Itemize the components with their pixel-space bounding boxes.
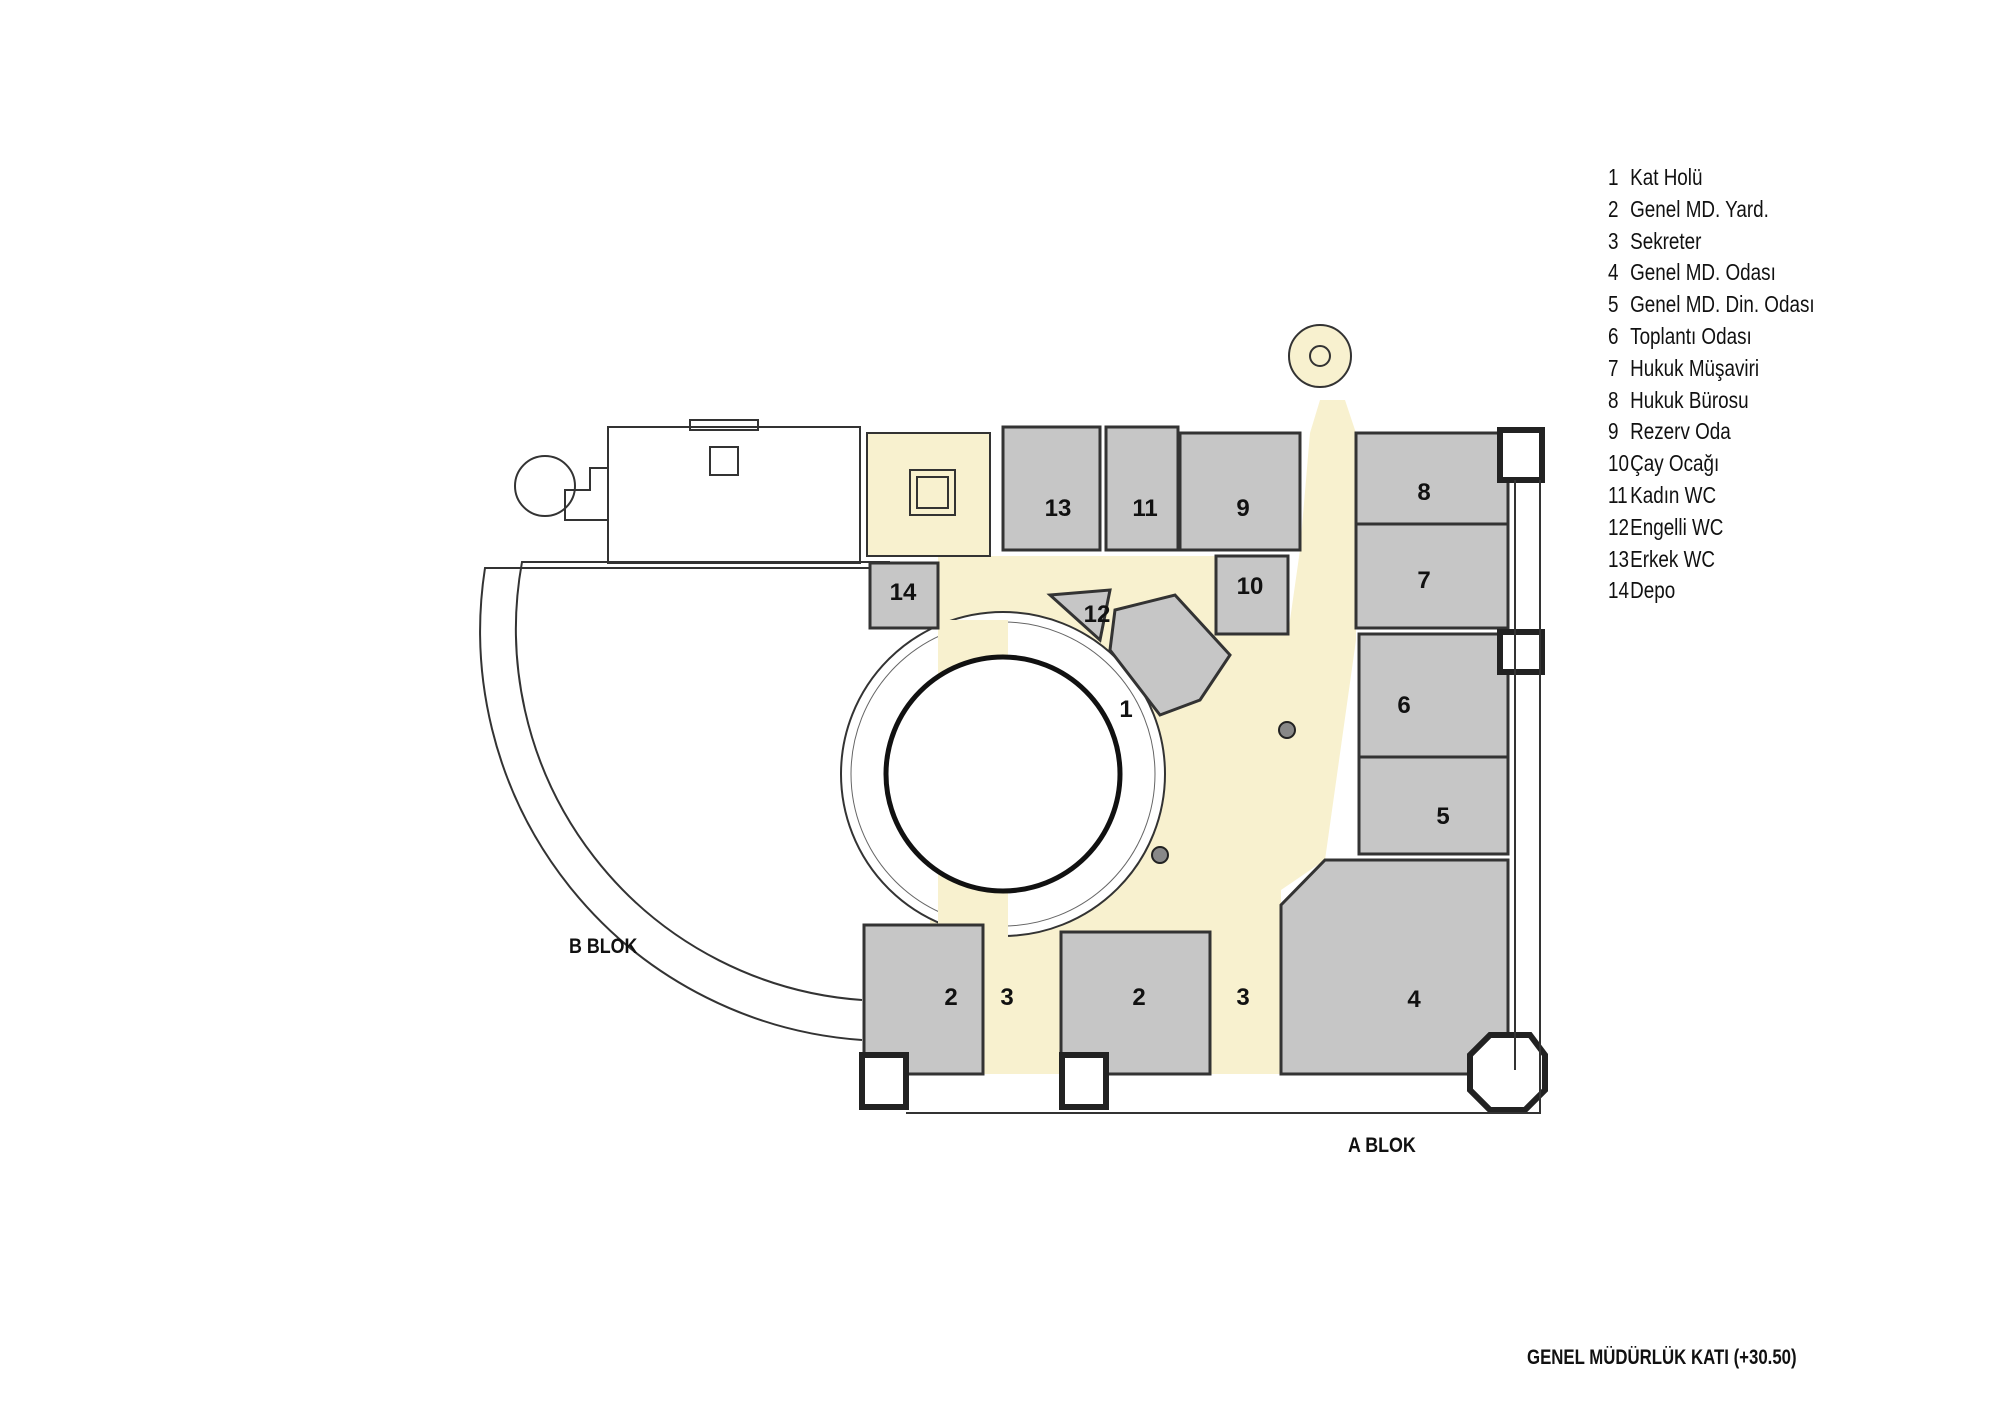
elevator-core (1108, 593, 1232, 717)
atrium-void (840, 611, 1166, 940)
room-2-mid (1059, 930, 1212, 1076)
room-label-12: 12 (1084, 601, 1111, 628)
room-13 (1001, 425, 1102, 552)
room-label-4: 4 (1407, 986, 1421, 1013)
room-label-3: 3 (1000, 984, 1013, 1011)
room-label-10: 10 (1237, 573, 1264, 600)
legend-item: 12Engelli WC (1608, 513, 1724, 540)
room-label-9: 9 (1236, 495, 1249, 522)
stair (866, 324, 1352, 557)
plan-title: GENEL MÜDÜRLÜK KATI (+30.50) (1527, 1346, 1797, 1369)
room-4 (1279, 858, 1510, 1076)
room-labels: 1 2 3 2 3 4 5 6 7 8 9 10 11 12 13 14 (890, 479, 1450, 1013)
room-14 (868, 561, 940, 630)
room-label-3b: 3 (1236, 984, 1249, 1011)
room-label-2: 2 (944, 984, 957, 1011)
room-10 (1214, 554, 1290, 636)
rooms (862, 425, 1510, 1076)
legend-item: 13Erkek WC (1608, 545, 1716, 572)
room-9 (1178, 431, 1302, 552)
columns (859, 427, 1548, 1113)
legend-item: 14Depo (1608, 577, 1676, 604)
outer-wall (906, 480, 1541, 1114)
room-11 (1104, 425, 1180, 552)
room-6 (1357, 632, 1510, 759)
room-label-5: 5 (1436, 803, 1449, 830)
room-label-1: 1 (1119, 696, 1132, 723)
legend-item: 10Çay Ocağı (1608, 450, 1720, 477)
a-block-label: A BLOK (1348, 1134, 1416, 1157)
room-5 (1357, 755, 1510, 856)
room-label-14: 14 (890, 579, 917, 606)
room-2-left (862, 923, 985, 1076)
room-label-6: 6 (1397, 692, 1410, 719)
b-block-outline (479, 419, 890, 1041)
b-block-label: B BLOK (569, 935, 638, 958)
room-label-7: 7 (1417, 567, 1430, 594)
room-7 (1354, 522, 1510, 630)
room-label-2b: 2 (1132, 984, 1145, 1011)
room-label-8: 8 (1417, 479, 1430, 506)
room-12 (1046, 588, 1112, 643)
room-8 (1354, 431, 1510, 526)
room-label-11: 11 (1132, 495, 1157, 522)
room-label-13: 13 (1045, 495, 1072, 522)
